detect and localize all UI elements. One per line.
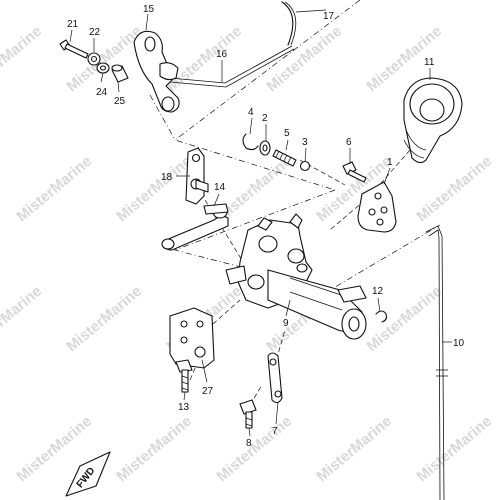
- part-12-clip: [375, 310, 388, 323]
- part-27-plate: [169, 307, 215, 369]
- part-21-bolt: [59, 39, 89, 59]
- callout-5: 5: [284, 128, 290, 139]
- callout-1: 1: [387, 157, 393, 168]
- part-9-shift-shaft: [225, 213, 367, 340]
- callout-17: 17: [323, 11, 335, 22]
- part-10-rod: [425, 225, 448, 500]
- callout-7: 7: [272, 426, 278, 437]
- callout-16: 16: [216, 49, 228, 60]
- part-15-lever: [133, 30, 180, 113]
- callout-22: 22: [89, 27, 101, 38]
- callout-15: 15: [143, 4, 155, 15]
- part-3-ball: [299, 160, 311, 172]
- part-1-bracket: [357, 181, 397, 233]
- watermark-text: MisterMarine: [213, 413, 295, 486]
- watermark-text: MisterMarine: [0, 23, 45, 96]
- part-18-link: [185, 147, 209, 205]
- callout-numbers: 21 22 24 25 15 16 17 11 4 2 5 3 6 1 18 1…: [67, 4, 465, 449]
- part-16-rod: [169, 45, 295, 88]
- callout-9: 9: [283, 318, 289, 329]
- callout-8: 8: [246, 438, 252, 449]
- part-14-rod: [161, 203, 229, 251]
- callout-10: 10: [453, 338, 465, 349]
- part-22-washer: [87, 52, 101, 66]
- part-8-bolt: [239, 399, 257, 429]
- watermark-text: MisterMarine: [413, 413, 495, 486]
- part-2-washer: [259, 140, 271, 156]
- callout-24: 24: [96, 87, 108, 98]
- watermark-text: MisterMarine: [63, 283, 145, 356]
- callout-14: 14: [214, 182, 226, 193]
- part-13-bolt: [175, 359, 193, 393]
- callout-18: 18: [161, 172, 173, 183]
- leader-lines: [69, 9, 452, 437]
- callout-6: 6: [346, 137, 352, 148]
- part-17-rod: [281, 1, 297, 46]
- callout-3: 3: [302, 137, 308, 148]
- watermark-text: MisterMarine: [113, 153, 195, 226]
- part-24-washer: [96, 62, 110, 74]
- watermark-text: MisterMarine: [13, 153, 95, 226]
- callout-12: 12: [372, 286, 384, 297]
- callout-2: 2: [262, 113, 268, 124]
- part-11-grommet: [403, 77, 463, 164]
- watermark-text: MisterMarine: [413, 153, 495, 226]
- part-7-link: [267, 352, 283, 404]
- fwd-arrow: FWD: [65, 451, 111, 497]
- watermark-text: MisterMarine: [113, 413, 195, 486]
- callout-4: 4: [248, 107, 254, 118]
- watermark-text: MisterMarine: [163, 23, 245, 96]
- callout-21: 21: [67, 19, 79, 30]
- part-5-spring: [272, 149, 297, 167]
- callout-27: 27: [202, 386, 214, 397]
- watermark-text: MisterMarine: [313, 413, 395, 486]
- callout-25: 25: [114, 96, 126, 107]
- part-6-bolt: [342, 161, 367, 183]
- part-25-bushing: [111, 64, 129, 83]
- watermark-text: MisterMarine: [0, 283, 45, 356]
- watermark-text: MisterMarine: [63, 23, 145, 96]
- callout-11: 11: [424, 57, 435, 68]
- part-4-clip: [242, 133, 259, 151]
- callout-13: 13: [178, 402, 190, 413]
